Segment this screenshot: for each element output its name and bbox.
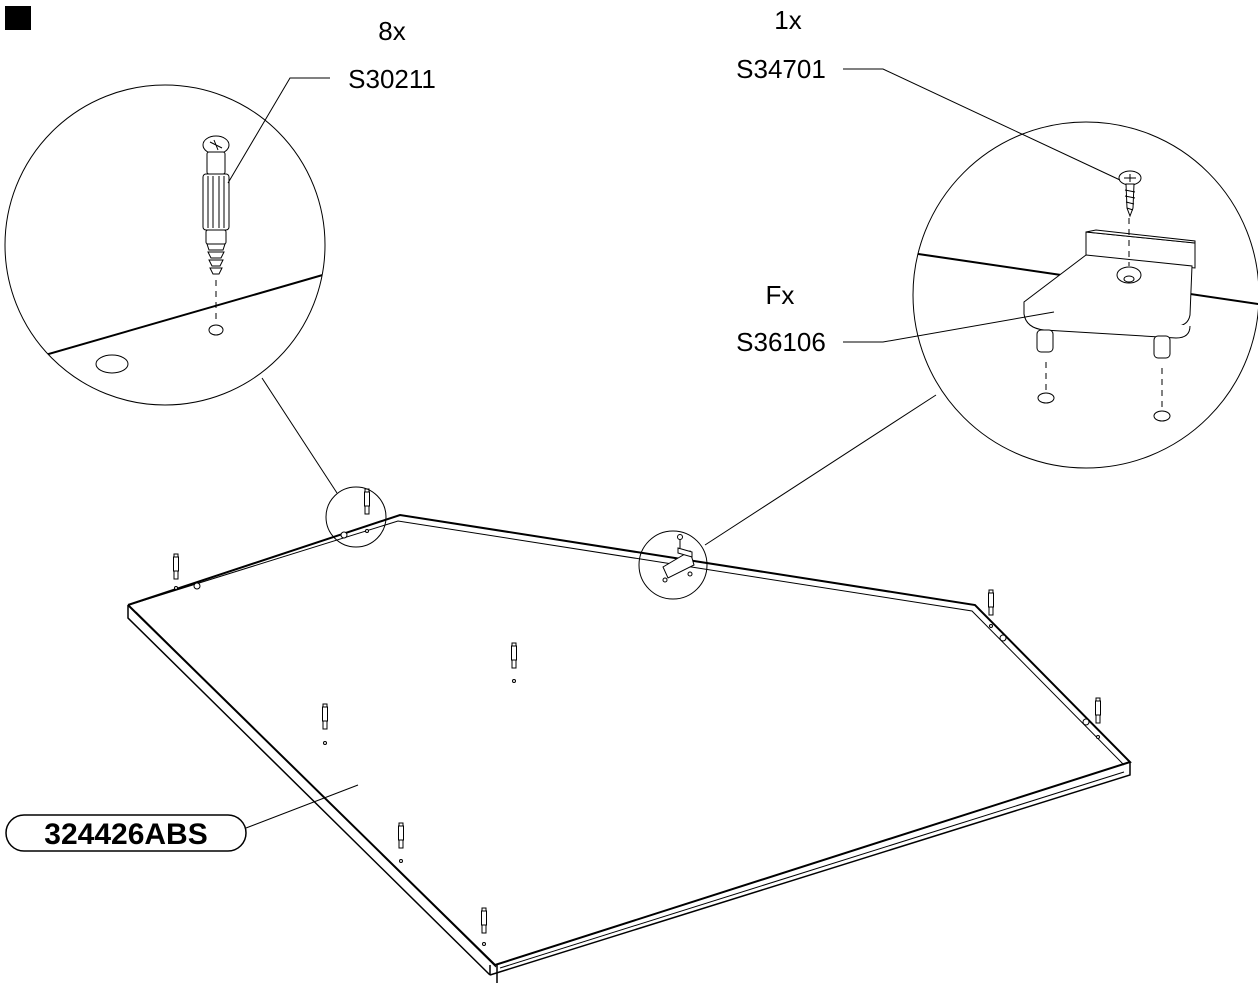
cam-dowel-icon	[1095, 697, 1101, 739]
screw-part-code: S34701	[736, 54, 826, 84]
bracket-quantity: Fx	[766, 280, 795, 310]
cam-dowel-icon	[398, 822, 404, 863]
panel-dowels	[173, 488, 1101, 946]
zoom-circle-left-small	[325, 486, 387, 548]
cam-dowel-icon	[173, 553, 179, 590]
bracket-part-code: S36106	[736, 327, 826, 357]
cam-dowel-icon	[202, 135, 230, 275]
screw-quantity: 1x	[774, 5, 801, 35]
detail-circle-bracket	[843, 68, 1258, 469]
panel-callout	[5, 784, 359, 852]
cam-dowel-icon	[511, 642, 517, 683]
panel-bracket	[662, 534, 695, 583]
cam-dowel-icon	[988, 589, 994, 628]
cam-dowel-icon	[364, 488, 370, 533]
dowel-part-code: S30211	[348, 64, 436, 94]
screw-icon	[1118, 170, 1142, 218]
black-square-icon	[5, 6, 31, 30]
cam-dowel-icon	[322, 703, 328, 745]
dowel-quantity: 8x	[378, 16, 405, 46]
detail-circle-dowel	[4, 77, 330, 406]
panel-part-code: 324426ABS	[44, 818, 207, 851]
bracket-icon	[1023, 229, 1196, 359]
panel	[127, 513, 1132, 983]
cam-dowel-icon	[481, 907, 487, 946]
zoom-circle-right-small	[638, 530, 708, 600]
